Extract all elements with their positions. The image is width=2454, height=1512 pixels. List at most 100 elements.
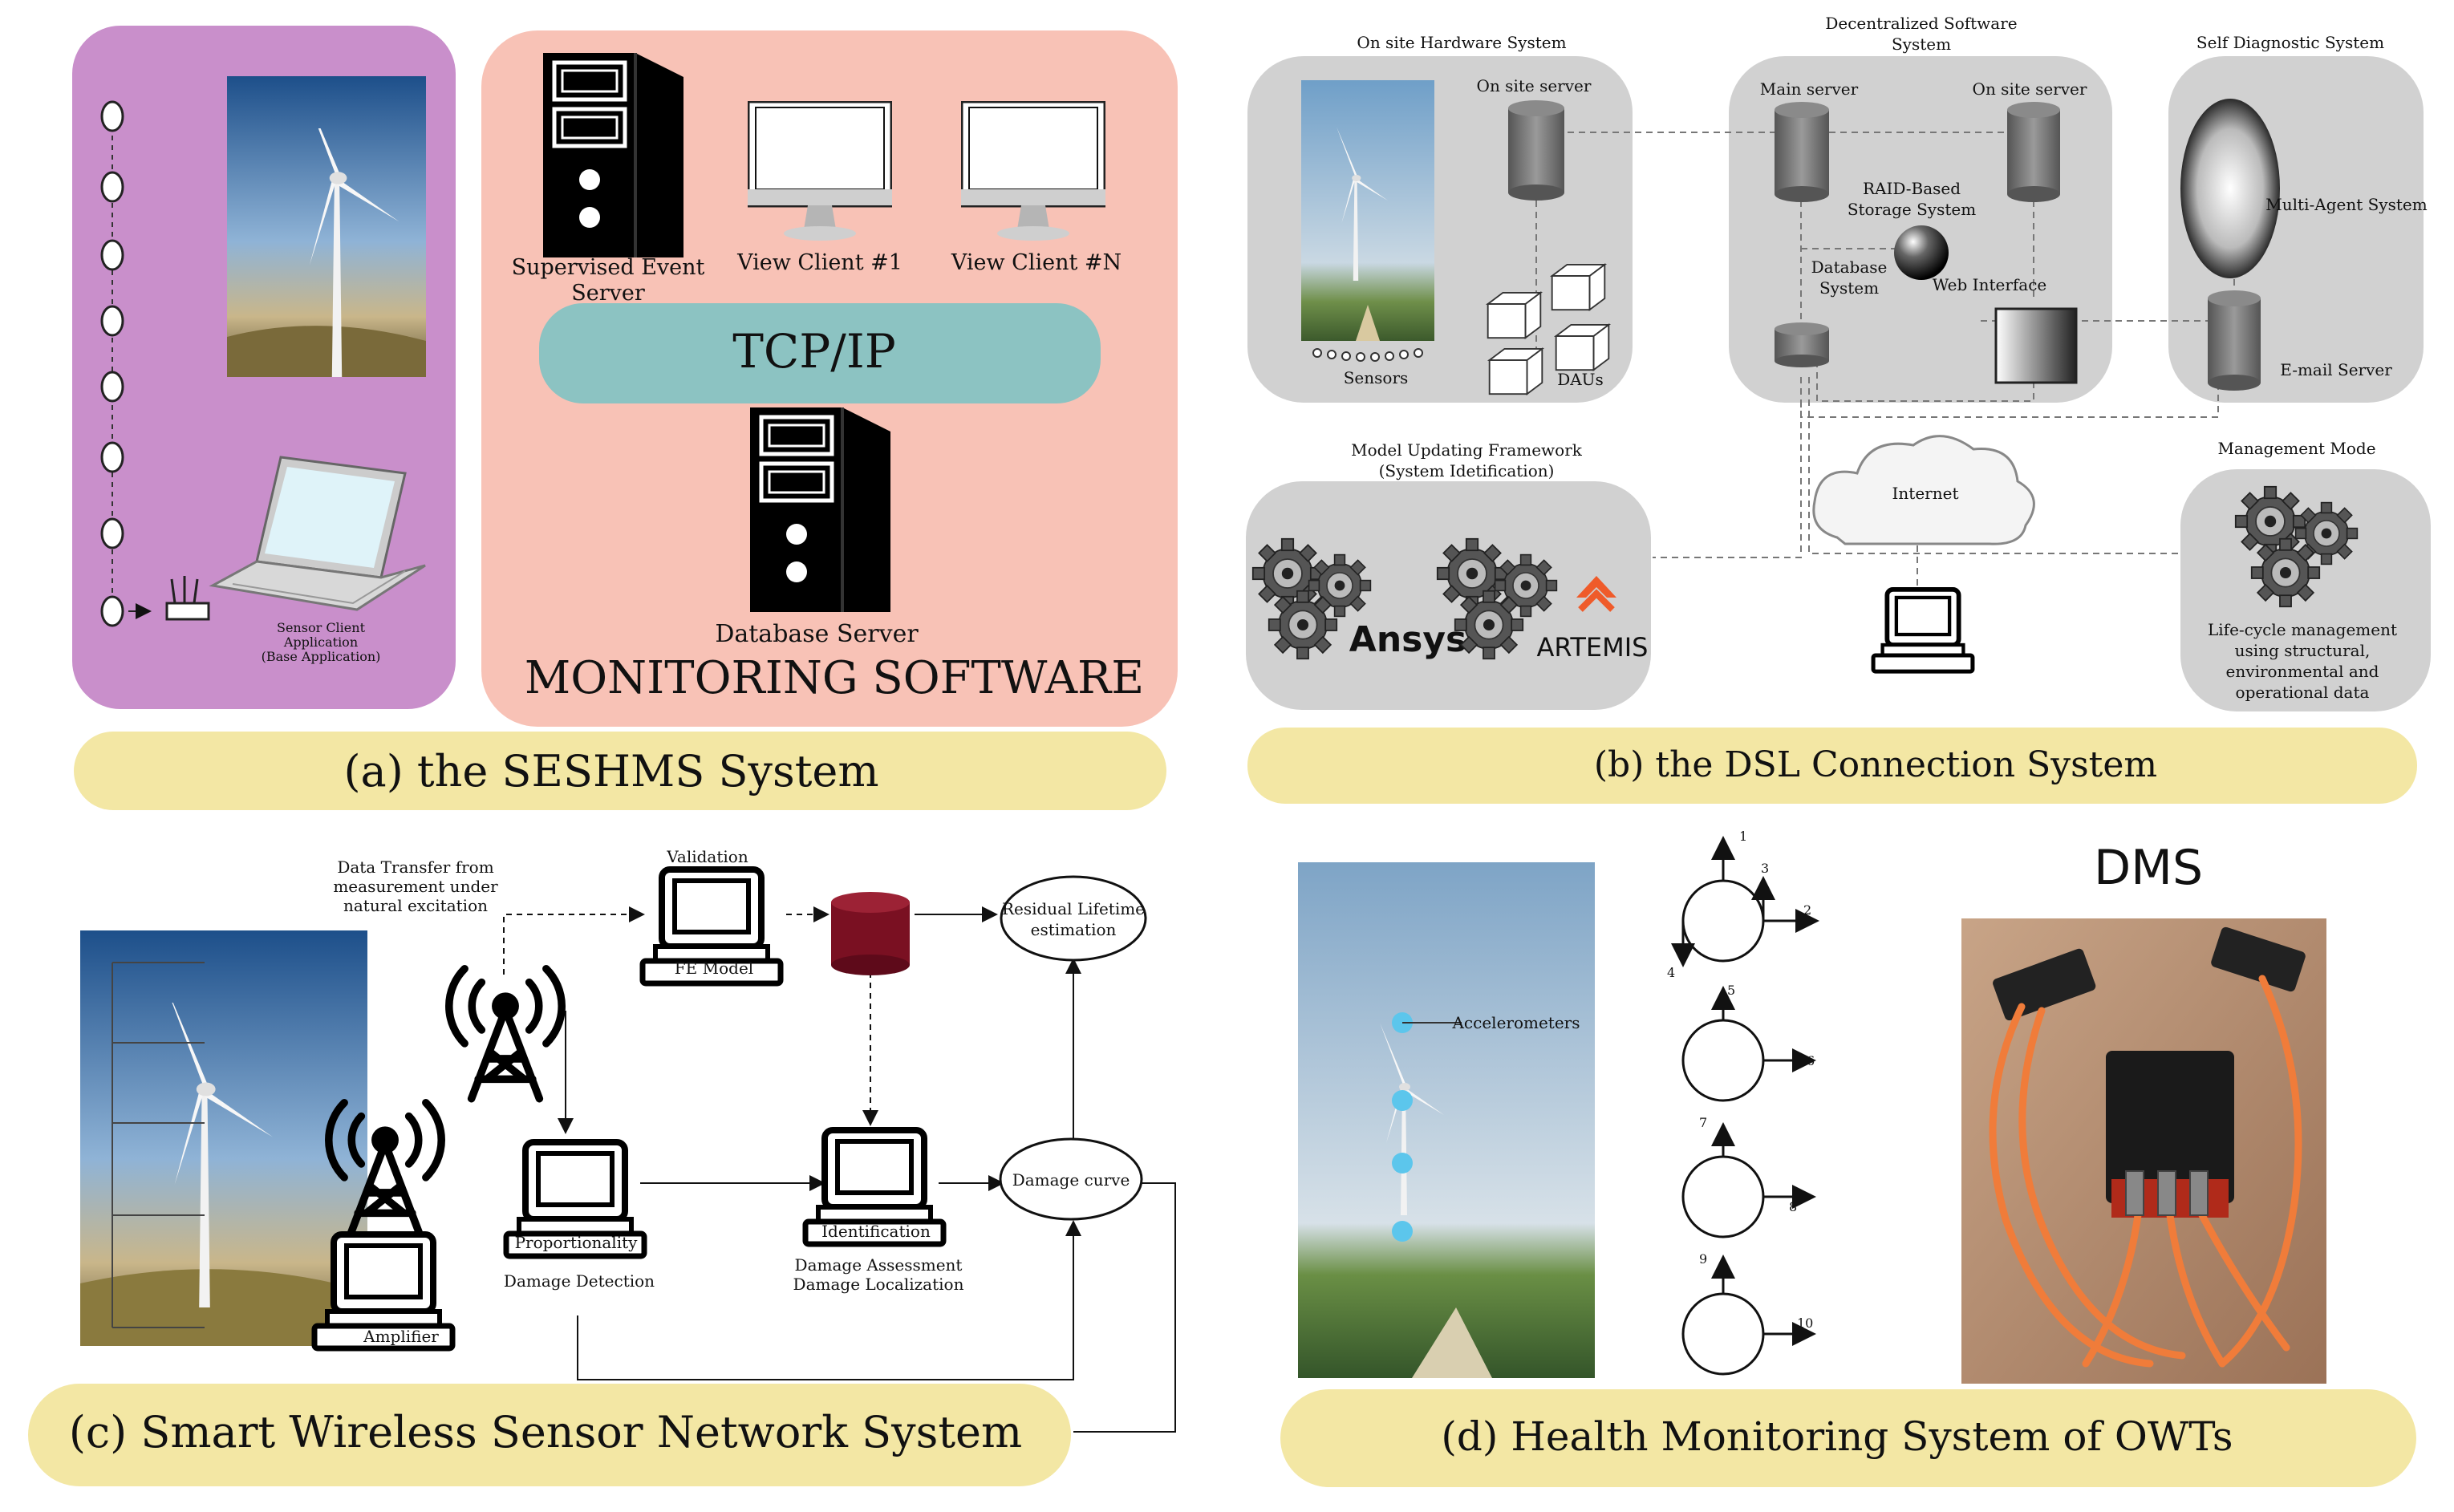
damage-curve-label: Damage curve xyxy=(1012,1170,1130,1190)
axis-label: 3 xyxy=(1761,861,1769,876)
panel-d: Accelerometers 1 2 3 4 5 6 7 8 xyxy=(1280,829,2416,1487)
tcp-ip-label: TCP/IP xyxy=(732,324,896,379)
axis-labels: 1 2 3 4 5 6 7 8 9 10 xyxy=(1667,829,1815,1331)
model-updating-title: Model Updating Framework xyxy=(1351,440,1583,460)
event-server-label: Server xyxy=(571,281,645,306)
management-text: Life-cycle management xyxy=(2208,620,2397,639)
database-cylinder-red xyxy=(831,892,910,975)
sensor-node xyxy=(100,371,124,403)
event-server-label: Supervised Event xyxy=(512,255,705,280)
dms-title: DMS xyxy=(2094,840,2203,896)
multi-agent-label: Multi-Agent System xyxy=(2265,195,2427,214)
caption-a: (a) the SESHMS System xyxy=(343,746,878,797)
axis-label: 8 xyxy=(1789,1199,1797,1214)
amplifier-label: Amplifier xyxy=(363,1327,439,1346)
web-interface-label: Web Interface xyxy=(1933,275,2047,294)
database-label: System xyxy=(1819,278,1879,298)
laptop-icon xyxy=(209,456,426,611)
database-cylinder xyxy=(1775,322,1829,367)
accelerometer-dot xyxy=(1392,1221,1413,1242)
sensor-node xyxy=(100,171,124,203)
software-title: Decentralized Software xyxy=(1825,14,2017,33)
antenna-tower-icon xyxy=(449,969,562,1099)
view-client-1-label: View Client #1 xyxy=(736,250,903,275)
router-icon xyxy=(165,576,210,621)
panel-a: Sensor Client Application (Base Applicat… xyxy=(72,26,1178,810)
damage-localization-label: Damage Localization xyxy=(793,1275,964,1294)
data-transfer-label: Data Transfer from xyxy=(337,857,493,877)
turbine-photo-d xyxy=(1298,862,1595,1378)
caption-band-b xyxy=(1247,728,2417,804)
caption-d: (d) Health Monitoring System of OWTs xyxy=(1441,1413,2233,1460)
web-interface-icon xyxy=(1994,307,2078,384)
dau-box-icon xyxy=(1487,291,1542,339)
management-text: environmental and xyxy=(2226,662,2379,681)
dau-box-icon xyxy=(1551,263,1606,311)
dms-device-icon xyxy=(2106,1051,2234,1203)
gear-icon xyxy=(1268,590,1338,660)
raid-label: RAID-Based xyxy=(1863,179,1961,198)
sensor-chain xyxy=(100,100,152,627)
gear-icon xyxy=(2250,537,2321,608)
sensor-dots xyxy=(1312,348,1423,362)
sensor-axes xyxy=(1671,836,1819,1376)
sensor-node xyxy=(100,517,124,549)
caption-c: (c) Smart Wireless Sensor Network System xyxy=(69,1407,1022,1457)
database-server-label: Database Server xyxy=(715,620,919,648)
computer-icon xyxy=(1873,590,1973,671)
sensors-label: Sensors xyxy=(1344,368,1409,387)
dau-box-icon xyxy=(1555,323,1610,371)
accelerometer-dot xyxy=(1392,1090,1413,1111)
residual-lifetime-label: estimation xyxy=(1031,920,1117,939)
axis-label: 9 xyxy=(1699,1251,1707,1267)
gear-icon xyxy=(1251,537,1324,610)
gear-icon xyxy=(1436,537,1508,610)
caption-band-a xyxy=(74,732,1166,810)
ansys-logo: Ansys xyxy=(1349,619,1466,660)
sensor-client-label: Sensor Client xyxy=(277,620,366,635)
damage-assessment-label: Damage Assessment xyxy=(795,1255,963,1275)
onsite-server-label: On site server xyxy=(1477,76,1592,95)
email-server-label: E-mail Server xyxy=(2280,360,2392,379)
axis-label: 5 xyxy=(1727,983,1735,998)
software-title: System xyxy=(1892,34,1951,54)
axis-label: 10 xyxy=(1797,1315,1813,1331)
damage-detection-label: Damage Detection xyxy=(504,1271,655,1291)
axis-label: 6 xyxy=(1807,1053,1815,1068)
diagnostic-title: Self Diagnostic System xyxy=(2196,33,2384,52)
sensor-node xyxy=(100,441,124,473)
sensor-node xyxy=(100,305,124,337)
data-transfer-label: natural excitation xyxy=(343,896,488,915)
residual-lifetime-label: Residual Lifetime xyxy=(1002,899,1145,918)
caption-band-c xyxy=(28,1384,1071,1486)
fe-model-label: FE Model xyxy=(675,959,753,978)
sensor-client-label: (Base Application) xyxy=(262,649,381,664)
validation-label: Validation xyxy=(666,847,748,866)
raid-label: Storage System xyxy=(1848,200,1976,219)
gear-icon xyxy=(2234,485,2306,557)
hardware-title: On site Hardware System xyxy=(1357,33,1566,52)
sensor-circle xyxy=(1681,1155,1765,1238)
gear-icon xyxy=(1454,590,1524,660)
raid-storage-icon xyxy=(1894,225,1949,280)
panel-b: On site Hardware System Decentralized So… xyxy=(1246,14,2431,804)
sensor-node xyxy=(100,239,124,271)
database-server-icon xyxy=(750,407,890,612)
turbine-photo-b xyxy=(1301,80,1434,341)
model-updating-title: (System Idetification) xyxy=(1379,461,1555,480)
axis-label: 4 xyxy=(1667,965,1675,980)
accelerometer-dot xyxy=(1392,1153,1413,1174)
management-text: operational data xyxy=(2236,683,2370,702)
dau-box-icon xyxy=(1488,347,1543,395)
residual-lifetime-node xyxy=(1000,875,1147,962)
onsite-server-2-label: On site server xyxy=(1973,79,2087,99)
artemis-logo: ARTEMIS xyxy=(1537,632,1649,663)
accelerometers-label: Accelerometers xyxy=(1451,1013,1580,1032)
sensor-circle xyxy=(1681,1019,1765,1102)
artemis-logo-mark xyxy=(1578,589,1615,612)
main-server-label: Main server xyxy=(1760,79,1859,99)
panel-c: Data Transfer from measurement under nat… xyxy=(28,847,1176,1486)
data-transfer-label: measurement under xyxy=(333,877,498,896)
proportionality-label: Proportionality xyxy=(515,1233,639,1252)
